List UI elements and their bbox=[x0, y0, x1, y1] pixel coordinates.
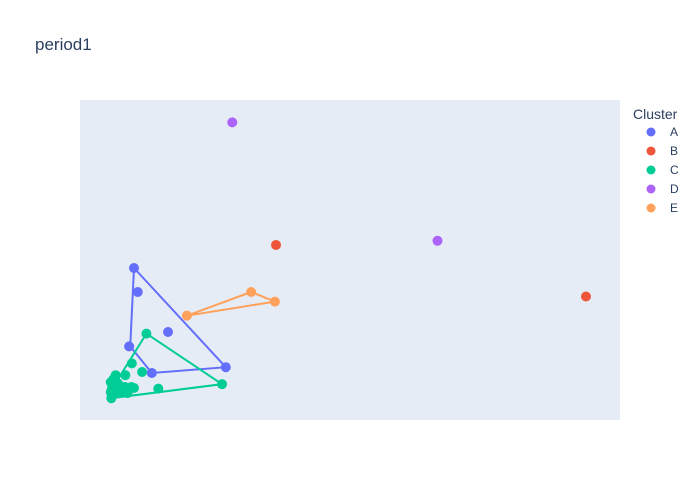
points-layer bbox=[105, 117, 591, 404]
legend-item-b[interactable]: B bbox=[646, 144, 679, 158]
point-a-5[interactable] bbox=[220, 362, 231, 373]
point-e-0[interactable] bbox=[181, 310, 192, 321]
point-c-20[interactable] bbox=[122, 388, 133, 399]
legend-item-e[interactable]: E bbox=[646, 201, 679, 215]
point-c-12[interactable] bbox=[217, 379, 228, 390]
point-d-1[interactable] bbox=[432, 235, 443, 246]
legend-marker-c bbox=[646, 165, 656, 175]
legend-label-d: D bbox=[670, 182, 679, 196]
point-c-4[interactable] bbox=[120, 370, 131, 381]
point-a-0[interactable] bbox=[129, 263, 139, 273]
point-c-11[interactable] bbox=[153, 383, 164, 394]
point-a-3[interactable] bbox=[124, 341, 135, 352]
point-c-1[interactable] bbox=[126, 358, 137, 369]
point-e-2[interactable] bbox=[269, 296, 280, 307]
legend-label-a: A bbox=[670, 125, 678, 139]
legend-marker-b bbox=[646, 146, 656, 156]
plot-area bbox=[80, 100, 620, 420]
legend-marker-d bbox=[646, 184, 656, 194]
legend-title: Cluster bbox=[633, 106, 678, 122]
point-c-0[interactable] bbox=[141, 328, 152, 339]
hull-e bbox=[186, 290, 279, 317]
legend-label-c: C bbox=[670, 163, 679, 177]
point-a-2[interactable] bbox=[163, 327, 174, 337]
legend-marker-a bbox=[646, 127, 656, 137]
point-c-18[interactable] bbox=[106, 393, 117, 404]
legend-label-e: E bbox=[670, 201, 678, 215]
point-a-4[interactable] bbox=[146, 367, 157, 378]
legend-item-a[interactable]: A bbox=[646, 125, 679, 139]
chart-title: period1 bbox=[35, 35, 92, 54]
legend-marker-e bbox=[646, 203, 656, 213]
point-d-0[interactable] bbox=[227, 117, 238, 128]
point-b-0[interactable] bbox=[271, 239, 282, 250]
point-a-1[interactable] bbox=[132, 287, 143, 297]
point-b-1[interactable] bbox=[580, 291, 591, 302]
point-e-1[interactable] bbox=[246, 287, 257, 297]
legend-label-b: B bbox=[670, 144, 678, 158]
point-c-2[interactable] bbox=[137, 367, 148, 377]
legend-item-c[interactable]: C bbox=[646, 163, 680, 177]
legend-item-d[interactable]: D bbox=[646, 182, 680, 196]
